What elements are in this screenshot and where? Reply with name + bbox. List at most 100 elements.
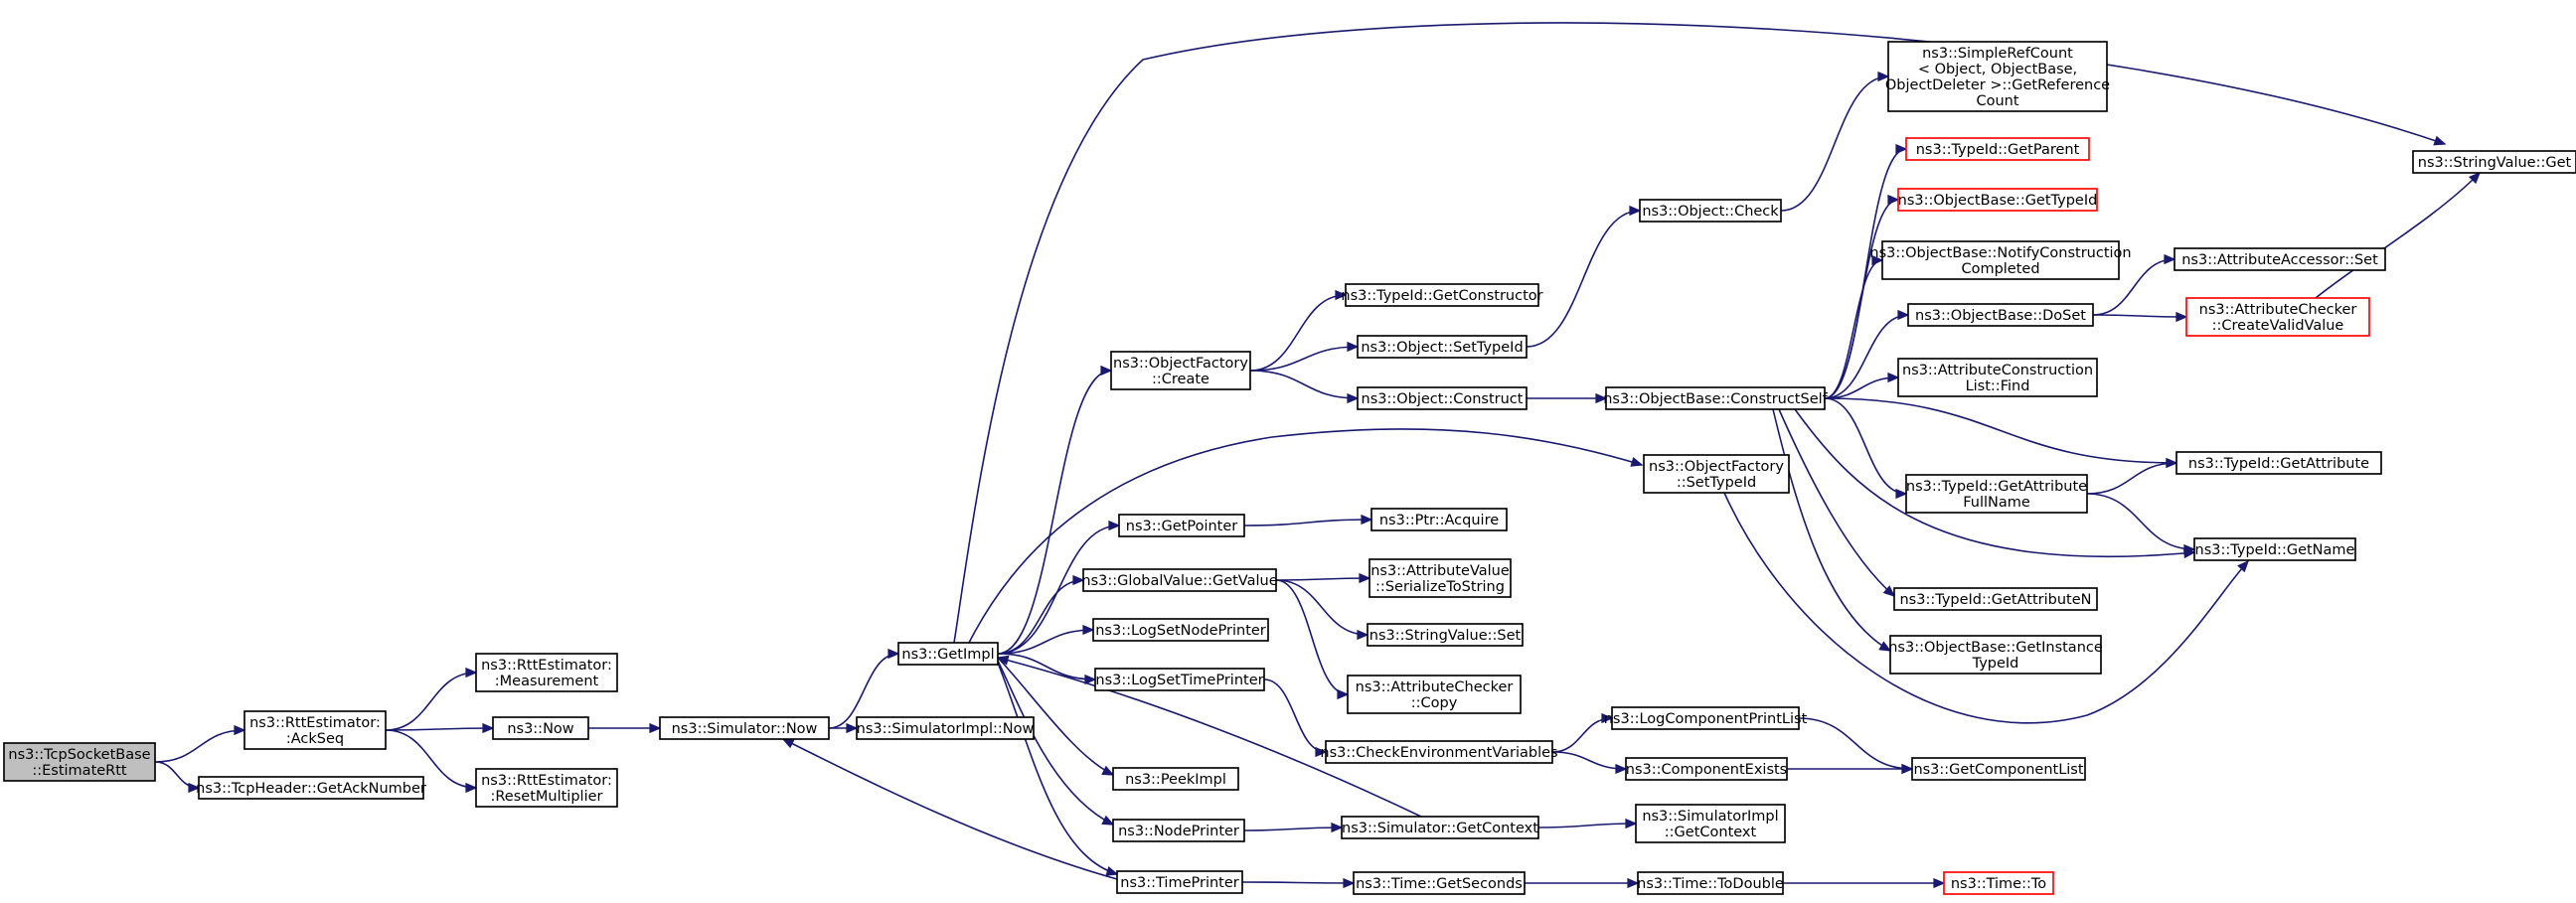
node-log-set-node-printer[interactable]: ns3::LogSetNodePrinter <box>1092 618 1269 642</box>
node-box[interactable] <box>659 716 830 740</box>
node-object-settypeid[interactable]: ns3::Object::SetTypeId <box>1357 335 1528 359</box>
node-box[interactable] <box>897 642 999 666</box>
node-box[interactable] <box>475 768 618 808</box>
node-box[interactable] <box>2185 297 2370 337</box>
node-objectfactory-create[interactable]: ns3::ObjectFactory::Create <box>1110 351 1251 390</box>
node-box[interactable] <box>1905 474 2088 514</box>
node-simulatorimpl-getcontext[interactable]: ns3::SimulatorImpl::GetContext <box>1635 804 1786 843</box>
node-typeid-getattribute[interactable]: ns3::TypeId::GetAttribute <box>2175 451 2382 475</box>
node-box[interactable] <box>3 742 156 782</box>
node-box[interactable] <box>1907 303 2094 327</box>
node-box[interactable] <box>1112 819 1245 842</box>
node-box[interactable] <box>243 710 387 750</box>
node-box[interactable] <box>1637 871 1784 895</box>
node-box[interactable] <box>1611 706 1800 730</box>
node-box[interactable] <box>1635 804 1786 843</box>
node-check-env-vars[interactable]: ns3::CheckEnvironmentVariables <box>1320 740 1558 764</box>
node-objectbase-gettypeid[interactable]: ns3::ObjectBase::GetTypeId <box>1897 188 2098 212</box>
node-get-impl[interactable]: ns3::GetImpl <box>897 642 999 666</box>
node-typeid-getname[interactable]: ns3::TypeId::GetName <box>2193 537 2356 561</box>
node-now[interactable]: ns3::Now <box>492 716 589 740</box>
node-typeid-getconstructor[interactable]: ns3::TypeId::GetConstructor <box>1341 283 1543 307</box>
node-box[interactable] <box>1353 871 1526 895</box>
node-box[interactable] <box>1897 358 2098 397</box>
node-box[interactable] <box>1110 351 1251 390</box>
node-get-ack-number[interactable]: ns3::TcpHeader::GetAckNumber <box>196 776 426 800</box>
node-typeid-getparent[interactable]: ns3::TypeId::GetParent <box>1905 137 2090 161</box>
node-objectbase-doset[interactable]: ns3::ObjectBase::DoSet <box>1907 303 2094 327</box>
node-measurement[interactable]: ns3::RttEstimator::Measurement <box>475 653 618 692</box>
node-stringvalue-get[interactable]: ns3::StringValue::Get <box>2412 150 2576 174</box>
node-attrchecker-copy[interactable]: ns3::AttributeChecker::Copy <box>1347 675 1522 714</box>
node-time-todouble[interactable]: ns3::Time::ToDouble <box>1637 871 1784 895</box>
node-simulator-now[interactable]: ns3::Simulator::Now <box>659 716 830 740</box>
node-time-to[interactable]: ns3::Time::To <box>1943 871 2054 895</box>
node-log-set-time-printer[interactable]: ns3::LogSetTimePrinter <box>1094 668 1265 691</box>
node-box[interactable] <box>2412 150 2576 174</box>
node-time-printer[interactable]: ns3::TimePrinter <box>1116 870 1243 894</box>
node-component-exists[interactable]: ns3::ComponentExists <box>1625 757 1788 781</box>
node-typeid-getattributen[interactable]: ns3::TypeId::GetAttributeN <box>1893 587 2098 611</box>
node-box[interactable] <box>1094 668 1265 691</box>
node-box[interactable] <box>1357 335 1528 359</box>
node-box[interactable] <box>2193 537 2356 561</box>
node-box[interactable] <box>1347 675 1522 714</box>
node-attraccessor-set[interactable]: ns3::AttributeAccessor::Set <box>2174 247 2386 271</box>
node-node-printer[interactable]: ns3::NodePrinter <box>1112 819 1245 842</box>
node-box[interactable] <box>2175 451 2382 475</box>
node-attrchecker-createvalid[interactable]: ns3::AttributeChecker::CreateValidValue <box>2185 297 2370 337</box>
node-box[interactable] <box>1368 558 1512 598</box>
node-box[interactable] <box>1118 514 1245 537</box>
node-get-component-list[interactable]: ns3::GetComponentList <box>1911 757 2086 781</box>
node-simple-ref-count[interactable]: ns3::SimpleRefCount< Object, ObjectBase,… <box>1885 41 2110 112</box>
node-box[interactable] <box>1905 137 2090 161</box>
node-box[interactable] <box>1643 454 1790 494</box>
node-box[interactable] <box>2174 247 2386 271</box>
node-estimate-rtt[interactable]: ns3::TcpSocketBase::EstimateRtt <box>3 742 156 782</box>
node-box[interactable] <box>1625 757 1788 781</box>
node-reset-multiplier[interactable]: ns3::RttEstimator::ResetMultiplier <box>475 768 618 808</box>
node-box[interactable] <box>1887 41 2108 112</box>
node-box[interactable] <box>1370 508 1508 531</box>
node-box[interactable] <box>1911 757 2086 781</box>
node-ack-seq[interactable]: ns3::RttEstimator::AckSeq <box>243 710 387 750</box>
node-log-component-print-list[interactable]: ns3::LogComponentPrintList <box>1604 706 1808 730</box>
node-box[interactable] <box>1893 587 2098 611</box>
node-box[interactable] <box>1112 767 1239 791</box>
node-stringvalue-set[interactable]: ns3::StringValue::Set <box>1367 623 1524 647</box>
node-box[interactable] <box>1639 199 1782 223</box>
node-objectfactory-settypeid[interactable]: ns3::ObjectFactory::SetTypeId <box>1643 454 1790 494</box>
node-box[interactable] <box>492 716 589 740</box>
node-box[interactable] <box>856 716 1035 740</box>
node-box[interactable] <box>1943 871 2054 895</box>
node-time-getseconds[interactable]: ns3::Time::GetSeconds <box>1353 871 1526 895</box>
node-box[interactable] <box>475 653 618 692</box>
node-box[interactable] <box>1357 386 1528 410</box>
node-objectbase-constructself[interactable]: ns3::ObjectBase::ConstructSelf <box>1603 386 1829 410</box>
node-box[interactable] <box>1367 623 1524 647</box>
node-simulator-getcontext[interactable]: ns3::Simulator::GetContext <box>1341 816 1539 839</box>
node-box[interactable] <box>1605 386 1826 410</box>
node-box[interactable] <box>1881 240 2120 280</box>
node-box[interactable] <box>1116 870 1243 894</box>
node-simulatorimpl-now[interactable]: ns3::SimulatorImpl::Now <box>856 716 1035 740</box>
node-get-pointer[interactable]: ns3::GetPointer <box>1118 514 1245 537</box>
node-box[interactable] <box>1889 635 2102 675</box>
node-globalvalue-getvalue[interactable]: ns3::GlobalValue::GetValue <box>1081 568 1278 592</box>
node-attrvalue-serialize[interactable]: ns3::AttributeValue::SerializeToString <box>1368 558 1512 598</box>
node-box[interactable] <box>1897 188 2098 212</box>
node-box[interactable] <box>198 776 424 800</box>
node-box[interactable] <box>1325 740 1553 764</box>
node-peek-impl[interactable]: ns3::PeekImpl <box>1112 767 1239 791</box>
node-object-construct[interactable]: ns3::Object::Construct <box>1357 386 1528 410</box>
node-objectbase-notify[interactable]: ns3::ObjectBase::NotifyConstructionCompl… <box>1869 240 2132 280</box>
node-box[interactable] <box>1082 568 1277 592</box>
node-box[interactable] <box>1341 816 1539 839</box>
node-ptr-acquire[interactable]: ns3::Ptr::Acquire <box>1370 508 1508 531</box>
node-object-check[interactable]: ns3::Object::Check <box>1639 199 1782 223</box>
node-box[interactable] <box>1092 618 1269 642</box>
node-box[interactable] <box>1345 283 1539 307</box>
